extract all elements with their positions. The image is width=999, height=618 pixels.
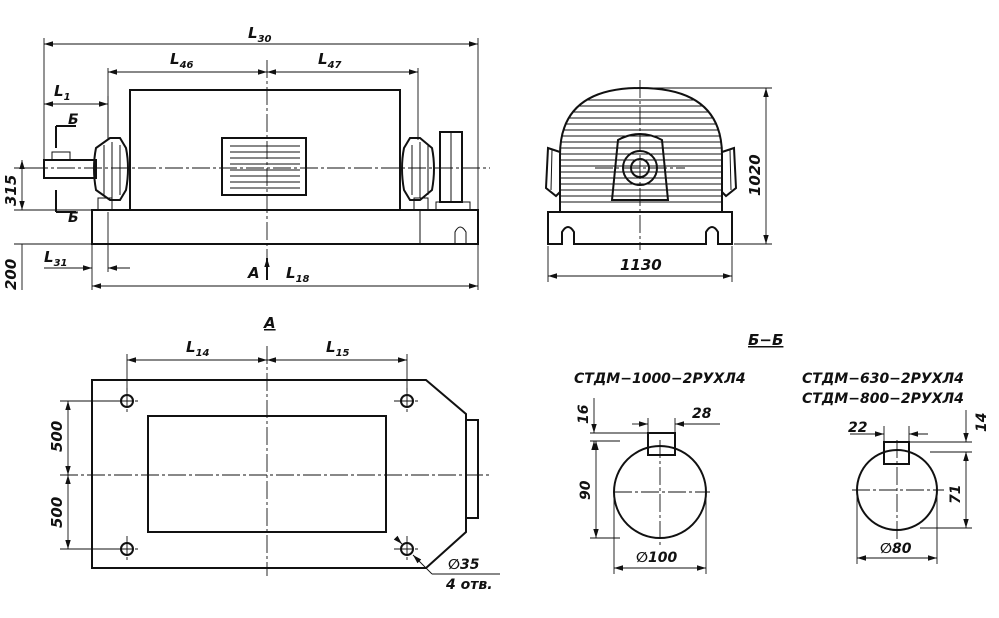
section-mark-top bbox=[55, 125, 76, 148]
section-left-label: СТДМ−1000−2РУХЛ4 bbox=[574, 371, 746, 387]
side-base bbox=[547, 211, 733, 245]
front-view: L30 L46 L47 L1 Б Б 315 200 L31 bbox=[2, 24, 490, 290]
dim-315: 315 bbox=[2, 175, 20, 206]
section-dim-14: 14 bbox=[974, 413, 990, 432]
hole-diameter: ∅35 bbox=[448, 557, 480, 573]
plan-view-title: А bbox=[263, 314, 276, 332]
dim-500-top: 500 bbox=[48, 421, 66, 452]
dim-L46: L46 bbox=[170, 50, 194, 71]
key-section-28 bbox=[647, 432, 676, 456]
section-right-label-1: СТДМ−630−2РУХЛ4 bbox=[802, 371, 964, 387]
dim-1130: 1130 bbox=[620, 256, 662, 274]
section-dim-22: 22 bbox=[848, 420, 867, 436]
shaft bbox=[43, 159, 97, 179]
view-arrow-label: А bbox=[247, 264, 260, 282]
section-dim-dia100: ∅100 bbox=[636, 550, 677, 566]
section-dim-28: 28 bbox=[692, 406, 712, 422]
section-dim-16: 16 bbox=[576, 404, 592, 424]
dim-500-bottom: 500 bbox=[48, 497, 66, 528]
shaft-key bbox=[51, 151, 71, 161]
motor-body bbox=[129, 89, 401, 211]
dome-outline bbox=[559, 86, 723, 212]
dim-200: 200 bbox=[2, 259, 20, 290]
dim-L15: L15 bbox=[326, 338, 350, 359]
dim-L18: L18 bbox=[286, 264, 310, 285]
section-dim-dia80: ∅80 bbox=[880, 541, 912, 557]
dim-L31: L31 bbox=[44, 248, 67, 269]
section-letter-top: Б bbox=[68, 112, 79, 128]
left-lug bbox=[544, 146, 561, 198]
section-dim-71: 71 bbox=[948, 485, 964, 504]
section-title: Б−Б bbox=[748, 331, 783, 349]
dim-1020: 1020 bbox=[746, 154, 764, 196]
sections: Б−Б СТДМ−1000−2РУХЛ4 16 28 90 ∅100 СТДМ−… bbox=[574, 331, 990, 574]
terminal-box-fins bbox=[230, 145, 300, 189]
left-bearing bbox=[93, 137, 129, 211]
section-mark-bottom bbox=[55, 190, 76, 213]
section-right-label-2: СТДМ−800−2РУХЛ4 bbox=[802, 391, 964, 407]
side-view: 1020 1130 bbox=[544, 80, 772, 282]
plan-view: А L14 L15 500 500 bbox=[48, 314, 500, 593]
section-dim-90: 90 bbox=[578, 480, 594, 500]
right-lug bbox=[721, 146, 738, 198]
dim-L14: L14 bbox=[186, 338, 210, 359]
dim-L1: L1 bbox=[54, 82, 71, 103]
terminal-box bbox=[221, 137, 307, 196]
dim-L47: L47 bbox=[318, 50, 342, 71]
bearing-shield bbox=[610, 133, 670, 201]
section-letter-bottom: Б bbox=[68, 210, 79, 226]
hole-count: 4 отв. bbox=[445, 577, 493, 593]
plan-base-outline bbox=[91, 379, 467, 569]
dim-L30: L30 bbox=[248, 24, 272, 45]
plan-end-plate bbox=[465, 419, 479, 519]
key-section-22 bbox=[883, 441, 910, 465]
right-bearing bbox=[401, 137, 435, 211]
